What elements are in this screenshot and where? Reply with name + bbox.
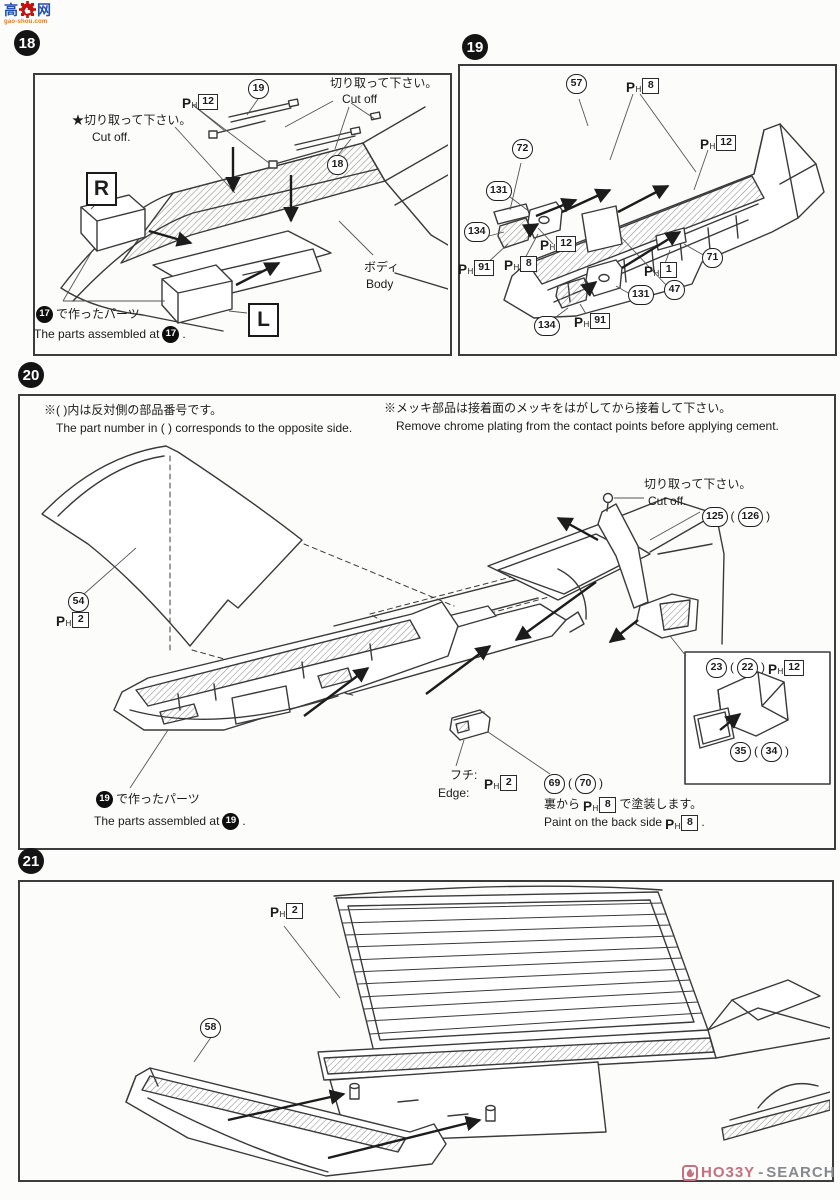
part-number-131: 131 — [486, 181, 512, 201]
part-number-134: 134 — [464, 222, 490, 242]
gear-thumb-icon — [19, 1, 36, 18]
logo-separator: - — [758, 1164, 764, 1181]
part-number-18: 18 — [327, 155, 348, 175]
part-number-54: 54 — [68, 592, 89, 612]
step21-diagram — [125, 885, 830, 1177]
part-number-58: 58 — [200, 1018, 221, 1038]
hobby-search-icon — [682, 1164, 698, 1181]
step-18-number: 18 — [14, 30, 40, 56]
watermark-logo: 高 网 gao-shou.com — [4, 1, 74, 25]
part-number-131-b: 131 — [628, 285, 654, 305]
step19-diagram — [483, 93, 825, 321]
star-cutoff-note-jp: ★切り取って下さい。 — [72, 113, 192, 127]
edge-label-jp: フチ: — [450, 768, 478, 782]
note-chrome-en: Remove chrome plating from the contact p… — [396, 419, 779, 433]
edge-label-en: Edge: — [438, 786, 470, 800]
part-number-47: 47 — [664, 280, 685, 300]
part-number-71: 71 — [702, 248, 723, 268]
part-number-35-34: 35(34) — [730, 742, 789, 762]
part-number-69-70: 69(70) — [544, 774, 603, 794]
left-side-marker: L — [248, 303, 279, 337]
step-20-box — [18, 394, 836, 850]
body-label-en: Body — [366, 277, 394, 291]
watermark-char-1: 高 — [4, 1, 18, 18]
part-number-72: 72 — [512, 139, 533, 159]
star-cutoff-note-en: Cut off. — [92, 130, 131, 144]
step-21-number: 21 — [18, 848, 44, 874]
cutoff-note-en: Cut off — [342, 92, 378, 106]
note-chrome-jp: ※メッキ部品は接着面のメッキをはがしてから接着して下さい。 — [384, 401, 732, 415]
part-number-134-b: 134 — [534, 316, 560, 336]
step18-diagram — [60, 98, 448, 332]
cutoff-note-20-en: Cut off. — [648, 494, 687, 508]
step-18-box — [33, 73, 452, 356]
logo-text-search: SEARCH — [766, 1164, 836, 1181]
cutoff-note-20-jp: 切り取って下さい。 — [644, 477, 752, 491]
step-20-number: 20 — [18, 362, 44, 388]
part-number-125-126: 125(126) — [702, 507, 770, 527]
cutoff-note-jp: 切り取って下さい。 — [330, 76, 438, 90]
step-19-number: 19 — [462, 34, 488, 60]
right-side-marker: R — [86, 172, 117, 206]
part-number-19: 19 — [248, 79, 269, 99]
step20-diagram — [41, 445, 831, 789]
note-opposite-side-en: The part number in ( ) corresponds to th… — [56, 421, 353, 435]
step-21-box — [18, 880, 834, 1182]
logo-text-hobby: HO33Y — [701, 1164, 756, 1181]
body-label-jp: ボディ — [364, 260, 400, 274]
watermark-domain: gao-shou.com — [4, 19, 48, 25]
hobby-search-logo: HO33Y-SEARCH — [682, 1164, 836, 1181]
step-19-box — [458, 64, 837, 356]
watermark-char-2: 网 — [37, 1, 51, 18]
part-number-57: 57 — [566, 74, 587, 94]
note-opposite-side-jp: ※( )内は反対側の部品番号です。 — [44, 403, 223, 417]
